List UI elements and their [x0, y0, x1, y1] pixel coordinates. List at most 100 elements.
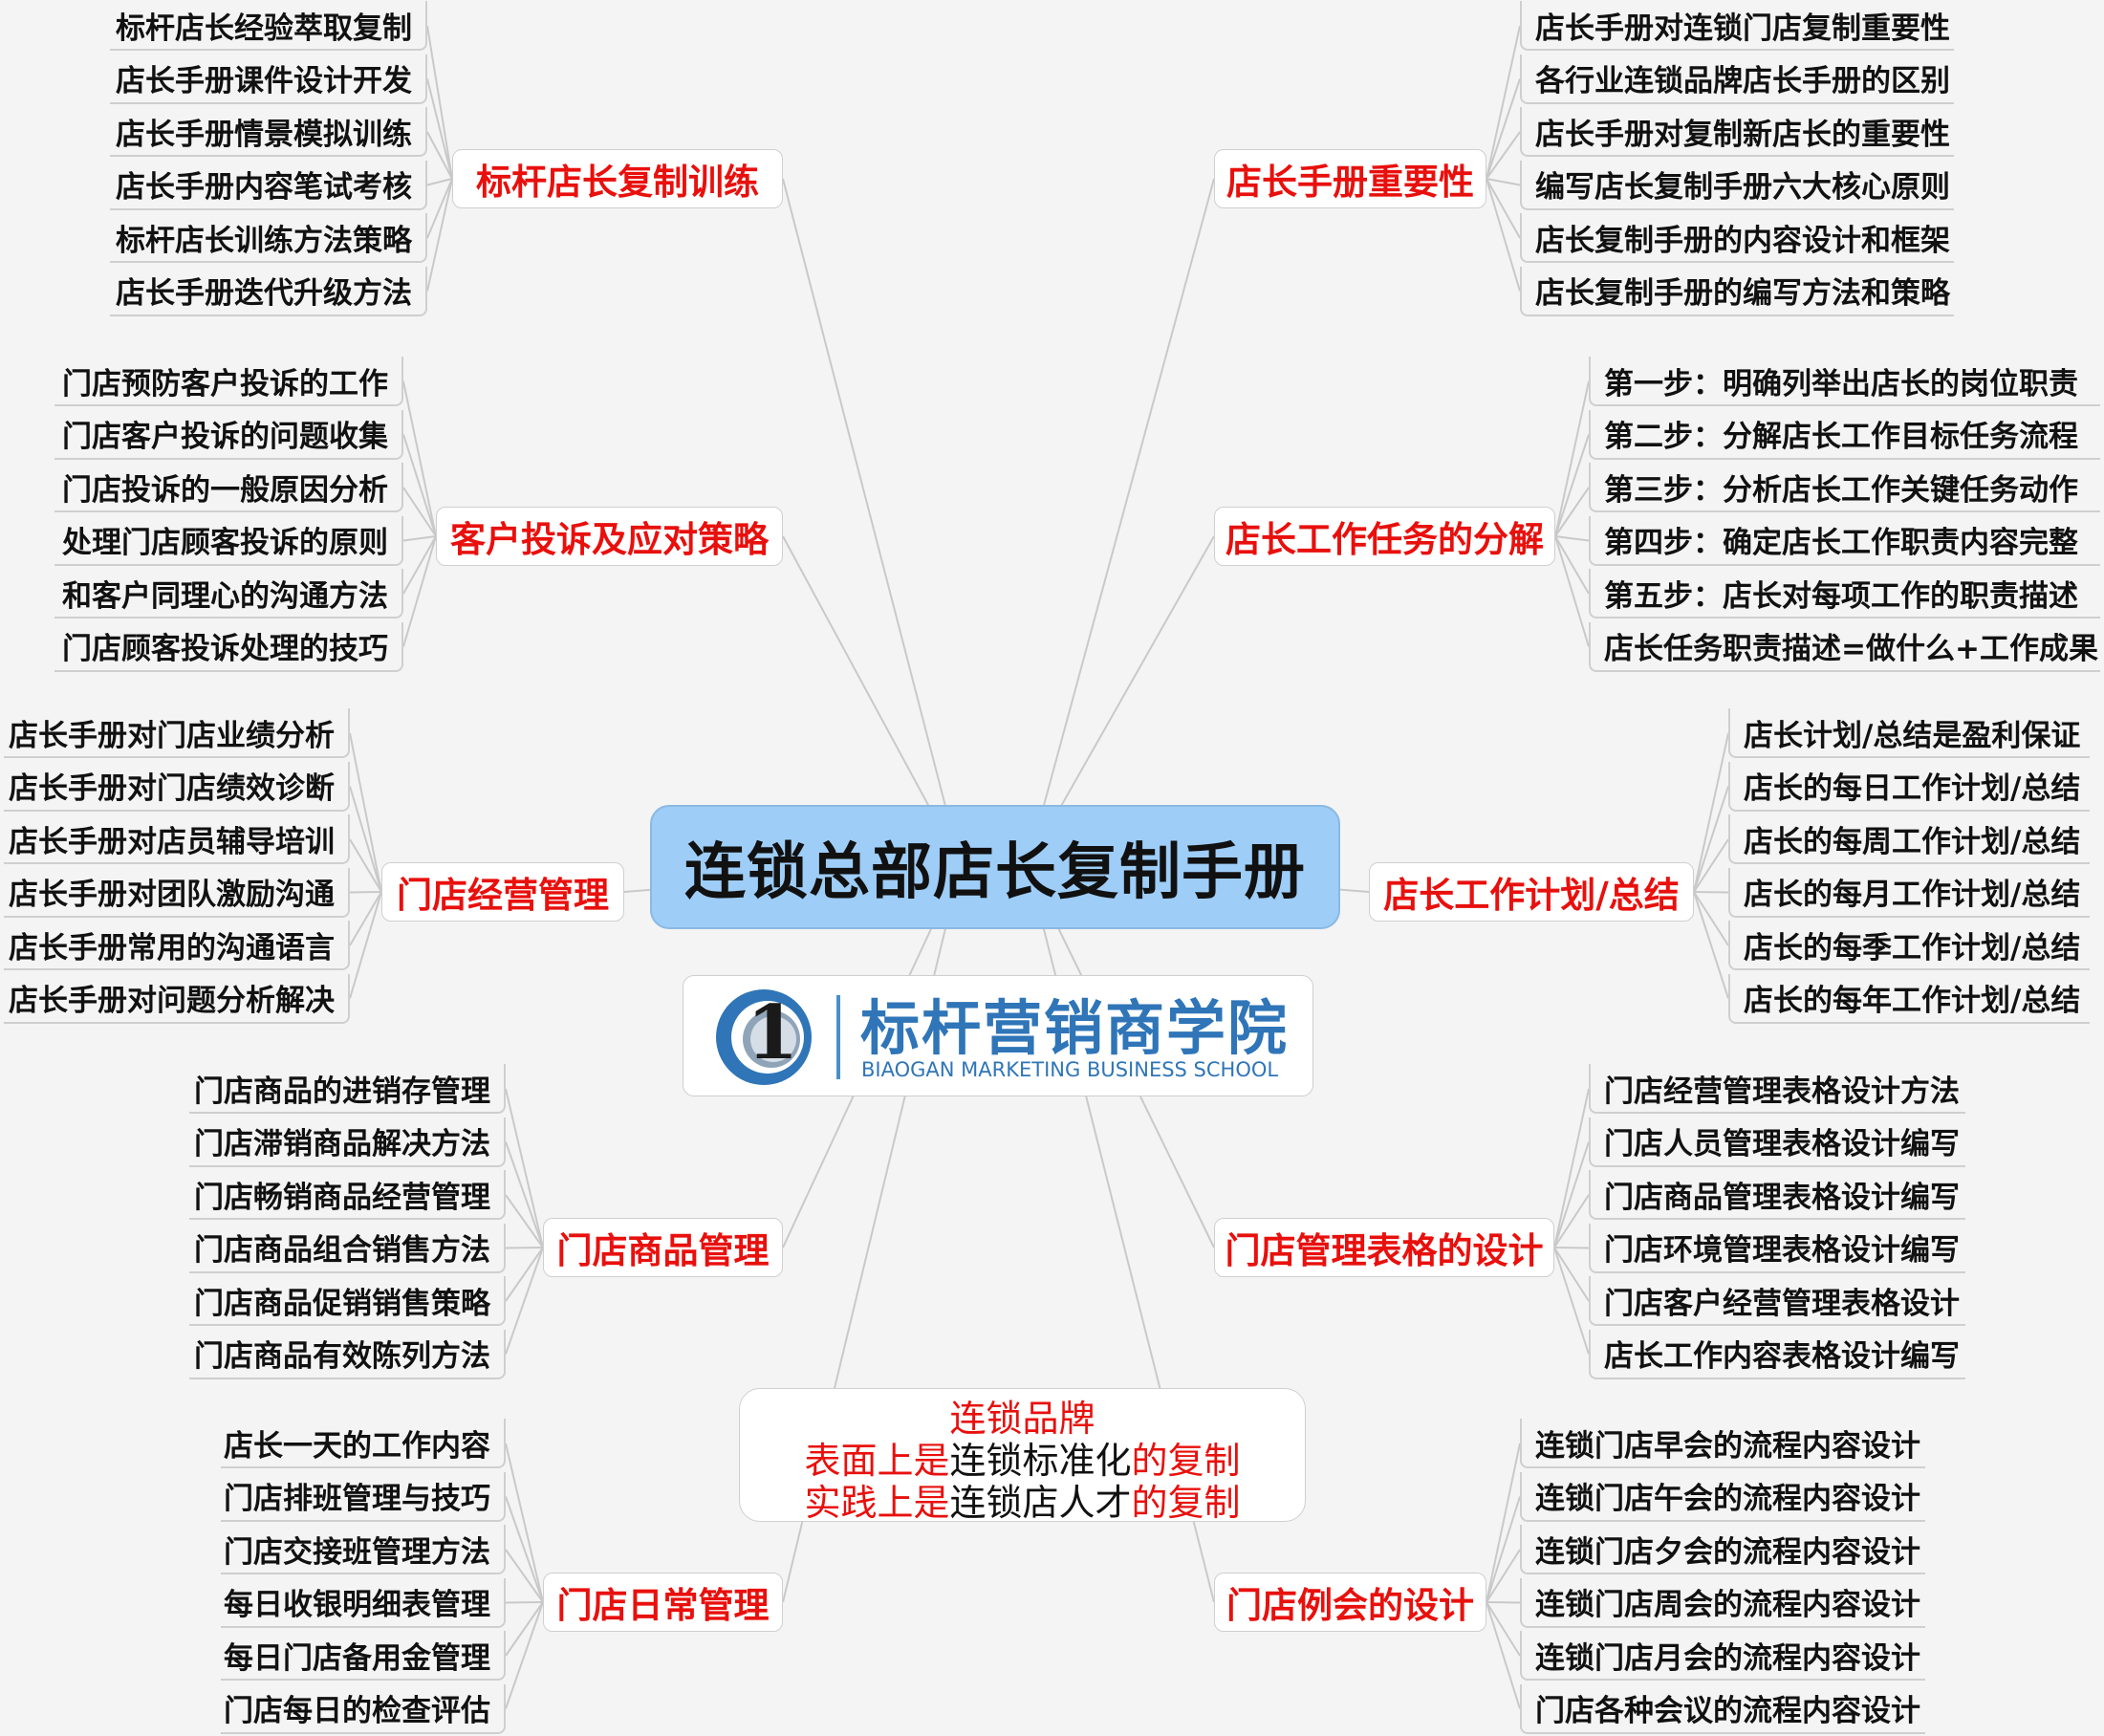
- leaf-item[interactable]: 和客户同理心的沟通方法: [54, 569, 403, 618]
- branch-topic-b2[interactable]: 店长手册重要性: [1214, 149, 1486, 208]
- school-logo: 1 标杆营销商学院 BIAOGAN MARKETING BUSINESS SCH…: [683, 975, 1313, 1096]
- leaf-item[interactable]: 店长的每月工作计划/总结: [1728, 867, 2090, 918]
- branch-topic-b8[interactable]: 门店管理表格的设计: [1214, 1218, 1554, 1277]
- leaf-item[interactable]: 门店商品的进销存管理: [189, 1064, 506, 1114]
- leaf-item[interactable]: 门店商品组合销售方法: [189, 1223, 506, 1273]
- leaf-item-label: 门店畅销商品经营管理: [194, 1180, 490, 1215]
- leaf-item[interactable]: 门店交接班管理方法: [221, 1525, 506, 1574]
- leaf-item[interactable]: 门店客户经营管理表格设计: [1589, 1276, 1965, 1326]
- leaf-item[interactable]: 店长任务职责描述=做什么+工作成果: [1589, 621, 2100, 672]
- leaf-item[interactable]: 连锁门店午会的流程内容设计: [1520, 1471, 1925, 1522]
- leaf-item[interactable]: 店长手册课件设计开发: [110, 54, 427, 104]
- leaf-item[interactable]: 门店畅销商品经营管理: [189, 1170, 506, 1220]
- leaf-item[interactable]: 第一步：明确列举出店长的岗位职责: [1589, 357, 2100, 406]
- leaf-item[interactable]: 店长的每日工作计划/总结: [1728, 761, 2090, 812]
- leaf-item[interactable]: 门店投诉的一般原因分析: [54, 463, 403, 512]
- leaf-item[interactable]: 店长一天的工作内容: [221, 1419, 506, 1468]
- leaf-item[interactable]: 第三步：分析店长工作关键任务动作: [1589, 463, 2100, 512]
- leaf-item[interactable]: 标杆店长训练方法策略: [110, 213, 427, 263]
- leaf-item[interactable]: 连锁门店早会的流程内容设计: [1520, 1419, 1925, 1468]
- leaf-item[interactable]: 编写店长复制手册六大核心原则: [1520, 160, 1954, 210]
- branch-topic-b3[interactable]: 客户投诉及应对策略: [436, 507, 783, 566]
- leaf-item-label: 连锁门店月会的流程内容设计: [1535, 1640, 1920, 1676]
- leaf-item[interactable]: 店长手册对门店绩效诊断: [4, 761, 350, 812]
- leaf-item[interactable]: 店长复制手册的内容设计和框架: [1520, 213, 1954, 263]
- central-topic[interactable]: 连锁总部店长复制手册: [650, 805, 1340, 929]
- leaf-item-label: 编写店长复制手册六大核心原则: [1535, 170, 1950, 205]
- leaf-item[interactable]: 门店客户投诉的问题收集: [54, 409, 403, 460]
- leaf-item[interactable]: 店长手册对团队激励沟通: [4, 867, 350, 918]
- leaf-item[interactable]: 每日门店备用金管理: [221, 1631, 506, 1681]
- leaf-item[interactable]: 店长的每周工作计划/总结: [1728, 814, 2090, 864]
- leaf-item[interactable]: 标杆店长经验萃取复制: [110, 1, 427, 51]
- leaf-connector: [505, 1141, 544, 1248]
- branch-topic-b10[interactable]: 门店例会的设计: [1214, 1573, 1486, 1632]
- leaf-item[interactable]: 店长手册情景模拟训练: [110, 107, 427, 157]
- leaf-connector: [1486, 1601, 1521, 1709]
- branch-topic-b7[interactable]: 门店商品管理: [543, 1218, 783, 1277]
- leaf-item[interactable]: 各行业连锁品牌店长手册的区别: [1520, 54, 1954, 104]
- leaf-item-label: 店长手册对连锁门店复制重要性: [1535, 11, 1950, 46]
- logo-name-cn: 标杆营销商学院: [860, 993, 1290, 1063]
- leaf-item-label: 店长工作内容表格设计编写: [1604, 1339, 1960, 1374]
- leaf-item[interactable]: 第四步：确定店长工作职责内容完整: [1589, 515, 2100, 566]
- leaf-item-label: 门店商品组合销售方法: [194, 1233, 490, 1268]
- leaf-item[interactable]: 门店每日的检查评估: [221, 1683, 506, 1734]
- leaf-item[interactable]: 连锁门店周会的流程内容设计: [1520, 1577, 1925, 1628]
- leaf-item-label: 店长的每日工作计划/总结: [1744, 771, 2081, 806]
- branch-topic-b5[interactable]: 门店经营管理: [381, 862, 624, 922]
- leaf-item[interactable]: 处理门店顾客投诉的原则: [54, 515, 403, 566]
- leaf-connector: [1693, 786, 1729, 893]
- leaf-item[interactable]: 店长工作内容表格设计编写: [1589, 1329, 1965, 1379]
- leaf-item-label: 店长手册内容笔试考核: [116, 170, 412, 205]
- leaf-item[interactable]: 店长的每年工作计划/总结: [1728, 973, 2090, 1024]
- leaf-item[interactable]: 店长手册内容笔试考核: [110, 160, 427, 210]
- leaf-item[interactable]: 店长手册对问题分析解决: [4, 973, 350, 1024]
- central-topic-title: 连锁总部店长复制手册: [684, 837, 1306, 908]
- slogan-line-2: 表面上是连锁标准化的复制: [804, 1440, 1241, 1482]
- leaf-item[interactable]: 门店环境管理表格设计编写: [1589, 1223, 1965, 1273]
- branch-topic-b1[interactable]: 标杆店长复制训练: [452, 149, 783, 208]
- leaf-item-label: 店长手册对门店绩效诊断: [9, 771, 335, 806]
- leaf-item[interactable]: 店长复制手册的编写方法和策略: [1520, 266, 1954, 316]
- leaf-item[interactable]: 店长手册对连锁门店复制重要性: [1520, 1, 1954, 51]
- leaf-connector: [505, 1247, 544, 1355]
- leaf-item[interactable]: 店长手册常用的沟通语言: [4, 921, 350, 970]
- slogan-callout[interactable]: 连锁品牌 表面上是连锁标准化的复制 实践上是连锁店人才的复制: [739, 1388, 1306, 1524]
- leaf-item[interactable]: 门店经营管理表格设计方法: [1589, 1064, 1965, 1114]
- branch-topic-b9[interactable]: 门店日常管理: [543, 1573, 783, 1632]
- connector-b1: [782, 178, 962, 866]
- branch-topic-label: 标杆店长复制训练: [476, 162, 759, 203]
- leaf-connector: [402, 380, 437, 537]
- leaf-item[interactable]: 门店商品管理表格设计编写: [1589, 1170, 1965, 1220]
- leaf-item[interactable]: 连锁门店月会的流程内容设计: [1520, 1631, 1925, 1681]
- leaf-item[interactable]: 连锁门店夕会的流程内容设计: [1520, 1525, 1925, 1574]
- leaf-item[interactable]: 门店滞销商品解决方法: [189, 1117, 506, 1167]
- leaf-item[interactable]: 门店预防客户投诉的工作: [54, 357, 403, 406]
- branch-topic-b6[interactable]: 店长工作计划/总结: [1369, 862, 1694, 922]
- leaf-connector: [1553, 1194, 1590, 1248]
- leaf-item[interactable]: 店长手册迭代升级方法: [110, 266, 427, 316]
- leaf-item[interactable]: 店长手册对门店业绩分析: [4, 708, 350, 758]
- leaf-item[interactable]: 店长的每季工作计划/总结: [1728, 921, 2090, 970]
- leaf-item[interactable]: 店长计划/总结是盈利保证: [1728, 708, 2090, 758]
- branch-topic-label: 门店商品管理: [556, 1230, 770, 1271]
- leaf-item[interactable]: 第五步：店长对每项工作的职责描述: [1589, 569, 2100, 618]
- leaf-item[interactable]: 店长手册对店员辅导培训: [4, 814, 350, 864]
- leaf-connector: [1486, 131, 1521, 180]
- branch-topic-b4[interactable]: 店长工作任务的分解: [1214, 507, 1555, 566]
- leaf-item[interactable]: 门店顾客投诉处理的技巧: [54, 621, 403, 672]
- slogan-line-1: 连锁品牌: [949, 1398, 1095, 1440]
- leaf-connector: [1486, 1496, 1521, 1603]
- leaf-item[interactable]: 门店排班管理与技巧: [221, 1471, 506, 1522]
- leaf-item-label: 店长计划/总结是盈利保证: [1744, 718, 2081, 753]
- leaf-item[interactable]: 门店各种会议的流程内容设计: [1520, 1683, 1925, 1734]
- leaf-item[interactable]: 店长手册对复制新店长的重要性: [1520, 107, 1954, 157]
- leaf-item[interactable]: 第二步：分解店长工作目标任务流程: [1589, 409, 2100, 460]
- leaf-item[interactable]: 门店商品促销销售策略: [189, 1276, 506, 1326]
- leaf-item-label: 店长手册对门店业绩分析: [9, 718, 335, 753]
- leaf-item[interactable]: 每日收银明细表管理: [221, 1577, 506, 1628]
- leaf-connector: [349, 891, 382, 999]
- leaf-item[interactable]: 门店人员管理表格设计编写: [1589, 1117, 1965, 1167]
- leaf-item[interactable]: 门店商品有效陈列方法: [189, 1329, 506, 1379]
